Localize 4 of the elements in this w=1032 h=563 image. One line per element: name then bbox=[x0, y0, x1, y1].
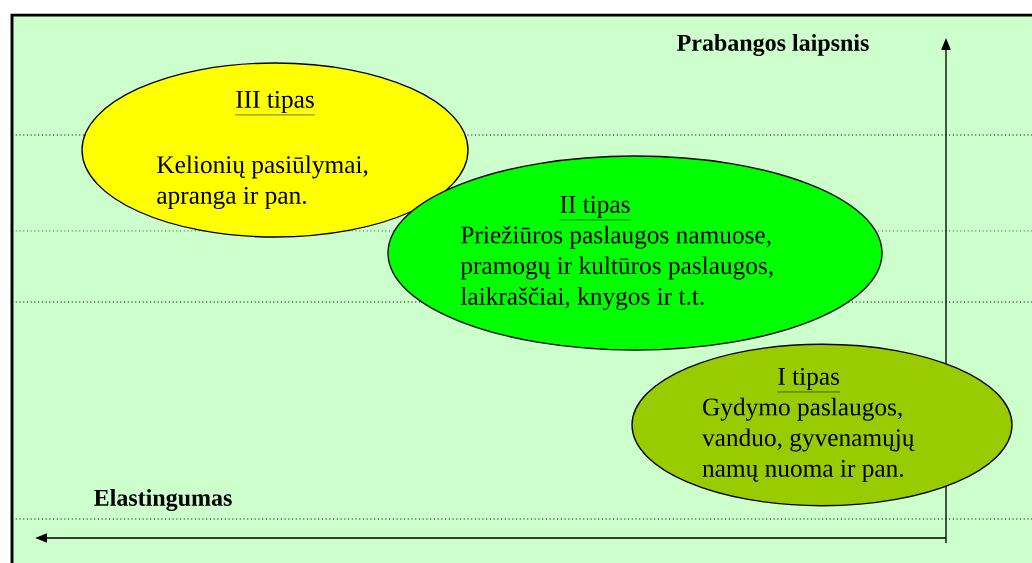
axis-label: Elastingumas bbox=[94, 489, 232, 511]
ellipse-node: I tipas Gydymo paslaugos, vanduo, gyvenamųjų namų nuoma ir pan. bbox=[631, 343, 1013, 507]
ellipse-node: II tipas Priežiūros paslaugos namuose, pramogų ir kultūros paslaugos, laikraščiai, knygos ir t.t. bbox=[387, 155, 883, 351]
axis-label: Prabangos laipsnis bbox=[677, 34, 869, 56]
